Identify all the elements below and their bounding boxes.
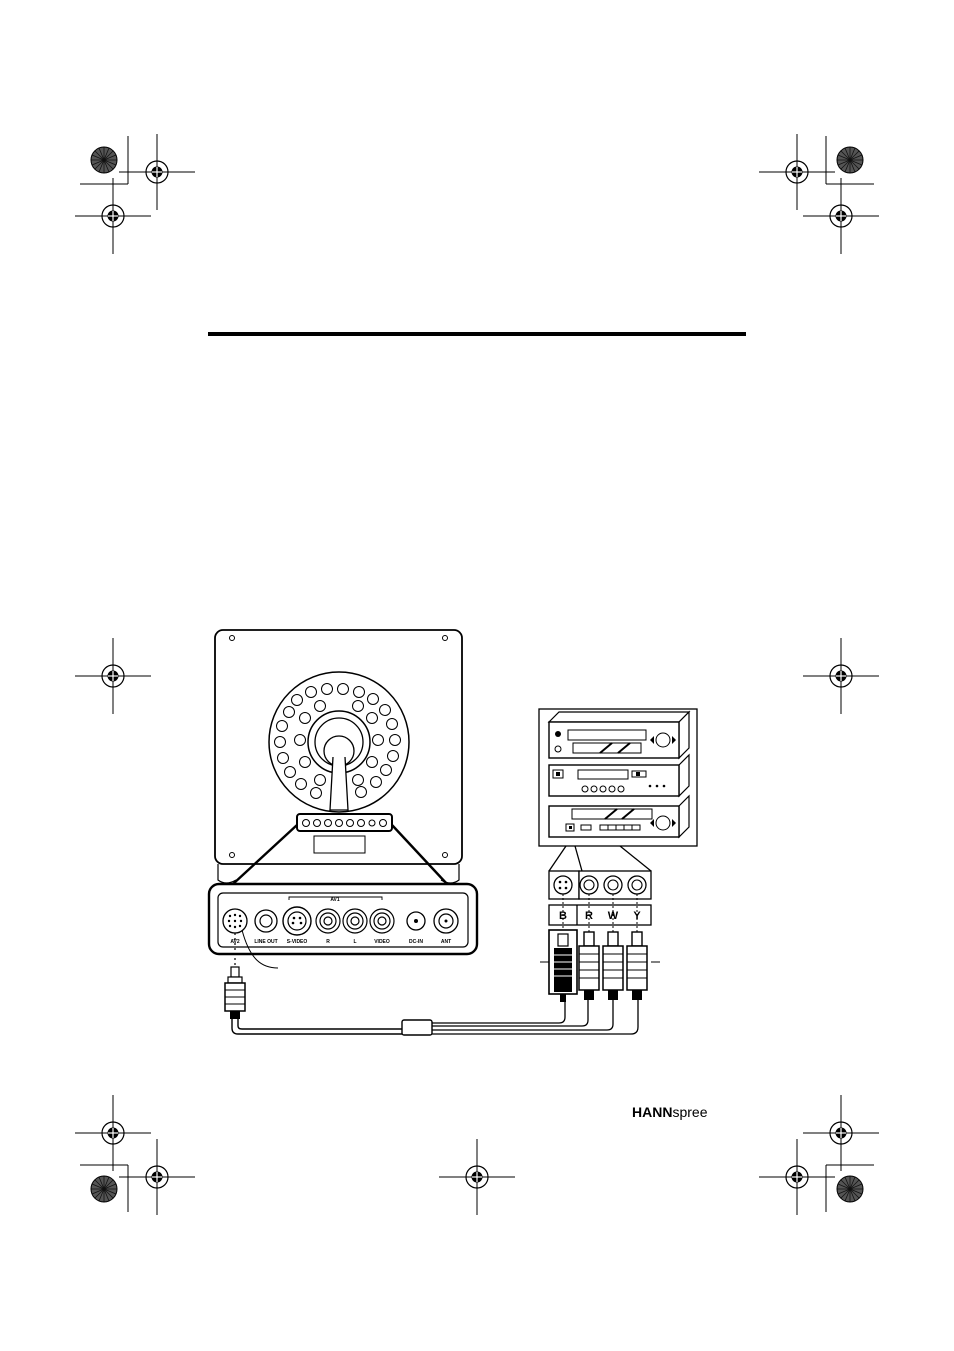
registration-mark — [118, 133, 196, 211]
crop-corner-bottom-left — [80, 1164, 129, 1212]
breakout-cable — [231, 1000, 639, 1036]
jack-audio-right — [579, 875, 599, 895]
speaker-grille — [268, 671, 410, 813]
port-label-line-out: LINE OUT — [254, 939, 277, 945]
jack-s-video — [553, 875, 573, 895]
crop-corner-bottom-right — [825, 1164, 874, 1212]
av-equipment-stack — [538, 708, 698, 872]
crop-corner-top-right — [825, 136, 874, 185]
av1-group-label: AV1 — [330, 897, 340, 903]
port-av2 — [222, 908, 248, 934]
port-dc-in — [406, 911, 426, 931]
port-ant — [433, 908, 459, 934]
jack-video — [627, 875, 647, 895]
port-label-ant: ANT — [441, 939, 451, 945]
port-label-r: R — [326, 939, 330, 945]
registration-mark — [758, 133, 836, 211]
registration-mark — [74, 177, 152, 255]
crop-corner-top-left — [80, 136, 129, 185]
plug-audio-right — [578, 931, 600, 1001]
hannspree-logo: HANNspree — [632, 1104, 708, 1120]
port-line-out — [254, 909, 278, 933]
registration-mark — [74, 637, 152, 715]
registration-mark — [802, 1094, 880, 1172]
port-label-l: L — [353, 939, 356, 945]
cable-plugs — [540, 929, 660, 1002]
rear-port-strip — [296, 813, 393, 832]
cable-ferrite-core — [401, 1019, 433, 1036]
section-heading-rule — [208, 332, 746, 336]
plug-s-video — [548, 929, 578, 1002]
equipment-output-jacks: B R W Y — [548, 870, 652, 932]
registration-mark — [802, 637, 880, 715]
registration-mark — [438, 1138, 516, 1216]
equipment-unit-middle — [548, 753, 690, 798]
svg-text:HANNspree: HANNspree — [632, 1104, 708, 1120]
port-label-dc-in: DC-IN — [409, 939, 423, 945]
registration-mark — [802, 177, 880, 255]
plug-audio-left — [602, 931, 624, 1001]
registration-mark — [758, 1138, 836, 1216]
port-label-video: VIDEO — [374, 939, 390, 945]
print-registration-marks — [74, 133, 880, 1216]
registration-mark — [74, 1094, 152, 1172]
equipment-unit-top — [547, 710, 691, 760]
equipment-unit-bottom — [548, 794, 690, 839]
tv-rear-view — [214, 629, 463, 885]
jack-audio-left — [603, 875, 623, 895]
port-s-video — [282, 906, 312, 936]
plug-video — [626, 931, 648, 1001]
av2-plug — [224, 933, 246, 1019]
tv-connector-panel: AV1 — [207, 882, 479, 969]
port-label-s-video: S-VIDEO — [287, 939, 308, 945]
registration-mark — [118, 1138, 196, 1216]
port-label-av2: AV2 — [230, 939, 240, 945]
